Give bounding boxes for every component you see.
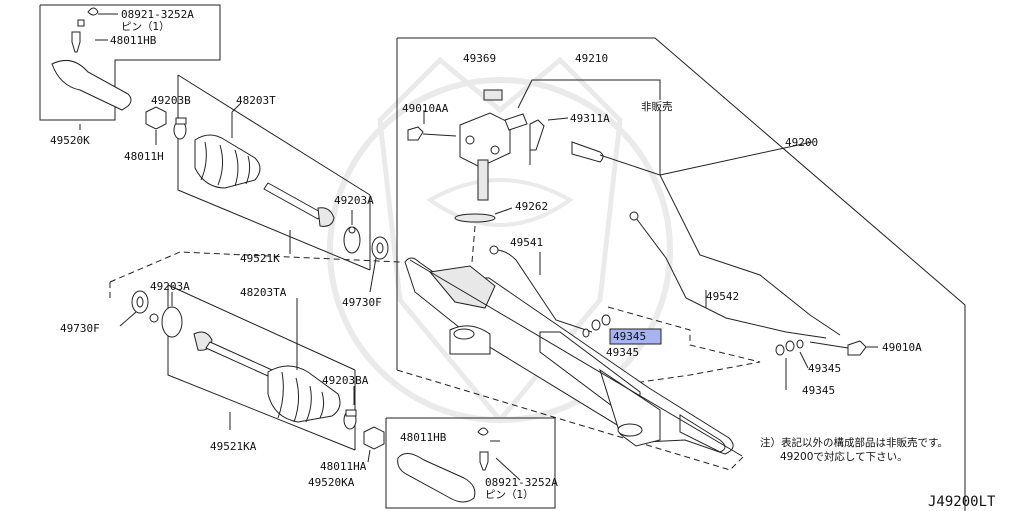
figure-code: J49200LT	[928, 494, 996, 510]
upper-rod-frame	[177, 74, 371, 271]
clamp-49203b	[173, 117, 187, 140]
label-48011ha: 48011HA	[320, 460, 367, 473]
label-49010aa: 49010AA	[402, 102, 449, 115]
clamp-49203a-bottom	[149, 292, 183, 338]
highlight-box-49345	[609, 328, 662, 345]
washer-49730f-top	[369, 236, 389, 293]
label-49262: 49262	[515, 200, 548, 213]
pipe-49541	[489, 245, 593, 333]
label-49345-b: 49345	[808, 362, 841, 375]
label-not-sold: 非販売	[641, 100, 673, 113]
rack-assembly-leader	[659, 141, 813, 176]
part-labels: 08921-3252A ピン（1） 48011HB 49520K 48011H …	[50, 8, 996, 510]
clamp-49203a-top	[343, 210, 361, 254]
label-49210: 49210	[575, 52, 608, 65]
rack-assembly-frame	[396, 37, 966, 511]
bolt-49010aa	[407, 110, 457, 141]
label-48011h: 48011H	[124, 150, 164, 163]
pipe-top-right	[571, 110, 841, 336]
boot-48203t	[194, 103, 261, 189]
label-49345-c: 49345	[802, 384, 835, 397]
bolt-49010a	[809, 340, 878, 356]
tie-rod-end-box-bottom	[385, 417, 556, 509]
label-49203a-top: 49203A	[334, 194, 374, 207]
nut-48011ha	[363, 426, 385, 463]
label-pin-top-code: 08921-3252A	[121, 8, 194, 21]
note-line-2: 49200で対応して下さい。	[780, 450, 908, 463]
label-49730f-bottom: 49730F	[60, 322, 100, 335]
rack-body	[404, 257, 743, 457]
label-49010a: 49010A	[882, 341, 922, 354]
label-49203b: 49203B	[151, 94, 191, 107]
label-49345-a: 49345	[606, 346, 639, 359]
o-rings-49345	[582, 314, 809, 390]
boot-48203ta	[267, 298, 341, 423]
washer-49730f-bottom	[119, 290, 149, 327]
label-49345-highlight: 49345	[613, 330, 646, 343]
label-49520ka: 49520KA	[308, 476, 355, 489]
sensor-49311a	[529, 117, 569, 151]
label-49311a: 49311A	[570, 112, 610, 125]
label-48203ta: 48203TA	[240, 286, 287, 299]
label-49730f-top: 49730F	[342, 296, 382, 309]
label-49541: 49541	[510, 236, 543, 249]
label-nut-48011hb-top: 48011HB	[110, 34, 157, 47]
inner-rod-49521ka	[193, 331, 273, 430]
label-49542: 49542	[706, 290, 739, 303]
label-49200: 49200	[785, 136, 818, 149]
tie-rod-end-box-top	[39, 4, 221, 130]
clamp-49203ba	[343, 386, 357, 430]
nut-48011h	[145, 106, 167, 145]
label-49369: 49369	[463, 52, 496, 65]
label-49203ba: 49203BA	[322, 374, 369, 387]
label-48011hb-bottom: 48011HB	[400, 431, 447, 444]
label-pin-bottom-desc: ピン（1）	[485, 489, 534, 501]
note-line-1: 注）表記以外の構成部品は非販売です。	[760, 436, 948, 449]
label-pin-top-desc: ピン（1）	[121, 21, 170, 33]
label-pin-bottom-code: 08921-3252A	[485, 476, 558, 489]
pipe-49542	[629, 211, 827, 339]
label-49521k: 49521K	[240, 252, 280, 265]
label-48203t: 48203T	[236, 94, 276, 107]
label-49521ka: 49521KA	[210, 440, 257, 453]
label-49203a-bottom: 49203A	[150, 280, 190, 293]
pinion-housing-49210	[459, 79, 661, 201]
label-49520k: 49520K	[50, 134, 90, 147]
gasket-49262	[454, 207, 513, 263]
inner-rod-49521k	[263, 182, 335, 254]
